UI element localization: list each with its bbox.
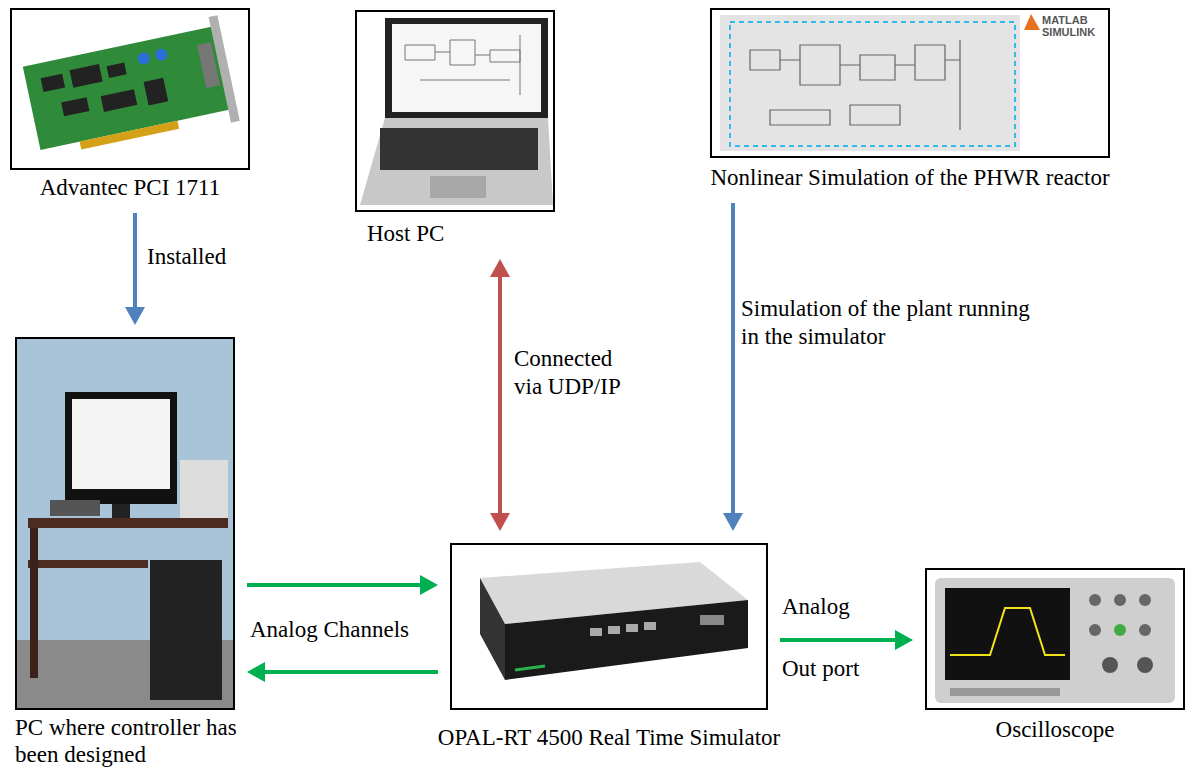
connector-arrow <box>723 203 743 531</box>
oscilloscope-picture-part <box>950 688 1060 696</box>
picture-node: Oscilloscope <box>925 568 1185 743</box>
opal-rt-device-picture-part <box>505 600 748 680</box>
picture-node: OPAL-RT 4500 Real Time Simulator <box>450 543 768 751</box>
controller-pc-photo-part <box>72 399 170 489</box>
pci-card-picture-part <box>107 63 127 78</box>
connector-line <box>731 203 735 515</box>
simulink-screen-picture-part <box>750 40 960 130</box>
pci-card-picture-part <box>61 97 89 116</box>
pci-card-picture-part <box>101 89 138 112</box>
image-frame <box>450 543 768 710</box>
image-frame <box>15 337 235 710</box>
picture-node: PC where controller has been designed <box>15 337 235 768</box>
opal-rt-device-picture-part <box>644 622 656 630</box>
connector-arrow <box>490 259 510 531</box>
edge-label: Installed <box>147 243 226 271</box>
image-frame <box>355 10 555 212</box>
edge-label: Analog Out port <box>782 576 882 700</box>
connector-line <box>133 213 137 309</box>
connector-line <box>498 275 502 515</box>
laptop-picture-part <box>405 35 520 95</box>
connector-arrow <box>247 575 438 595</box>
connector-arrow <box>247 662 438 682</box>
pci-card-picture-part <box>144 78 169 106</box>
arrow-head <box>125 307 145 325</box>
laptop-picture-part <box>385 18 548 118</box>
simulink-screen-picture-part <box>720 15 1020 151</box>
oscilloscope-picture-part <box>1114 594 1126 606</box>
simulink-screen-picture-part <box>730 22 1015 146</box>
opal-rt-device-picture-part <box>480 578 505 680</box>
controller-pc-photo-part <box>65 392 177 504</box>
oscilloscope-picture-part <box>950 608 1065 655</box>
edge-label: Connected via UDP/IP <box>514 345 639 401</box>
edge-label: Simulation of the plant running in the s… <box>741 295 1041 351</box>
connector-arrow <box>780 630 913 650</box>
laptop-picture-part <box>360 118 553 205</box>
arrow-head <box>247 662 265 682</box>
picture-node: Host PC <box>355 10 555 247</box>
pci-card-picture <box>21 15 240 162</box>
edge-label: Analog Channels <box>250 616 409 644</box>
arrow-head <box>420 575 438 595</box>
controller-pc-photo-part <box>30 528 38 678</box>
pci-card-picture-part <box>209 15 240 123</box>
controller-pc-photo-part <box>17 339 233 708</box>
arrow-head <box>723 513 743 531</box>
opal-rt-device-picture-part <box>626 624 638 632</box>
oscilloscope-picture-part <box>1139 624 1151 636</box>
node-caption: Advantec PCI 1711 <box>0 174 280 201</box>
opal-rt-device-picture-part <box>515 666 545 670</box>
connector-line <box>780 638 897 642</box>
node-caption: Host PC <box>367 220 555 247</box>
opal-rt-device-picture-part <box>590 628 602 636</box>
oscilloscope-picture-part <box>935 578 1175 703</box>
image-frame <box>10 8 250 170</box>
picture-node: Advantec PCI 1711 <box>10 8 250 201</box>
pci-card-picture-part <box>154 48 168 62</box>
controller-pc-photo-part <box>28 560 148 568</box>
opal-rt-device-picture-part <box>700 615 724 625</box>
controller-pc-photo-part <box>112 504 130 520</box>
pci-card-picture-part <box>41 74 65 92</box>
opal-rt-device-picture <box>480 562 748 680</box>
arrow-head <box>895 630 913 650</box>
oscilloscope-picture-part <box>1114 624 1126 636</box>
controller-pc-photo-part <box>28 518 228 528</box>
controller-pc-photo-part <box>50 500 100 516</box>
oscilloscope-picture-part <box>1089 594 1101 606</box>
controller-pc-photo <box>17 339 233 708</box>
controller-pc-photo-part <box>150 560 222 700</box>
node-caption: OPAL-RT 4500 Real Time Simulator <box>409 724 809 751</box>
arrow-head <box>490 259 510 277</box>
oscilloscope-picture-part <box>945 588 1070 680</box>
connector-arrow <box>125 213 145 325</box>
laptop-picture-part <box>430 176 486 198</box>
pci-card-picture-part <box>23 26 231 150</box>
node-caption: PC where controller has been designed <box>15 714 241 768</box>
pci-card-picture-part <box>80 121 179 150</box>
opal-rt-device-picture-part <box>608 626 620 634</box>
pci-card-picture-part <box>70 64 103 88</box>
oscilloscope-picture <box>935 578 1175 703</box>
controller-pc-photo-part <box>180 460 228 518</box>
simulink-screen-picture <box>720 14 1040 151</box>
laptop-picture-part <box>380 128 538 170</box>
node-caption: Nonlinear Simulation of the PHWR reactor <box>680 164 1140 191</box>
image-frame <box>925 568 1185 710</box>
laptop-picture-part <box>392 24 541 112</box>
connector-line <box>247 583 422 587</box>
oscilloscope-picture-part <box>1137 657 1153 673</box>
pci-card-picture-part <box>137 51 151 65</box>
node-caption: Oscilloscope <box>925 716 1185 743</box>
oscilloscope-picture-part <box>1139 594 1151 606</box>
connector-line <box>263 670 438 674</box>
simulink-screen-picture-part <box>1024 14 1040 30</box>
oscilloscope-picture-part <box>1102 657 1118 673</box>
oscilloscope-picture-part <box>1089 624 1101 636</box>
laptop-picture <box>360 18 553 205</box>
arrow-head <box>490 513 510 531</box>
logo-text: MATLAB SIMULINK <box>1042 14 1104 38</box>
